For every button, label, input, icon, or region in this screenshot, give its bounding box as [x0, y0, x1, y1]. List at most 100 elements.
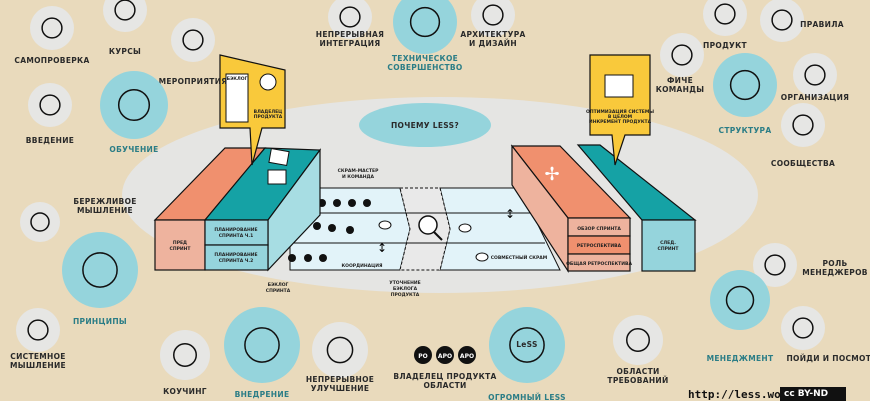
feature-teams-icon [660, 33, 704, 77]
sprint-review-label: ОБЗОР СПРИНТА [577, 226, 621, 232]
lean-thinking-illustration-icon [30, 212, 50, 232]
planning-1-label: ПЛАНИРОВАНИЕ [214, 227, 257, 233]
intro-illustration-icon [39, 94, 61, 116]
topic-events[interactable]: МЕРОПРИЯТИЯ [159, 18, 228, 86]
self-check-label: САМОПРОВЕРКА [14, 56, 89, 65]
courses-label: КУРСЫ [109, 47, 141, 56]
product-label: ПРОДУКТ [703, 41, 748, 50]
management-icon [710, 270, 770, 330]
topic-product[interactable]: ПРОДУКТ [703, 0, 748, 50]
topic-rules[interactable]: ПРАВИЛА [760, 0, 844, 42]
po-callout-label: ВЛАДЕЛЕЦ [254, 109, 283, 115]
gift-icon [604, 74, 634, 98]
product-illustration-icon [714, 3, 736, 25]
huge-less-illustration-icon [509, 327, 545, 363]
planning-2-label: ПЛАНИРОВАНИЕ [214, 252, 257, 258]
sprint-planning-block[interactable]: ПЛАНИРОВАНИЕ СПРИНТА Ч.1 ПЛАНИРОВАНИЕ СП… [203, 147, 322, 272]
next-sprint-block[interactable]: СЛЕД. СПРИНТ [576, 144, 697, 272]
principles-label: ПРИНЦИПЫ [73, 317, 127, 326]
topic-learning[interactable]: ОБУЧЕНИЕ [100, 71, 168, 154]
role-badge: PO [418, 353, 428, 360]
refinement-label-2: БЭКЛОГА [393, 286, 418, 292]
learning-illustration-icon [117, 88, 151, 122]
backlog-callout-label: БЭКЛОГ [227, 76, 248, 82]
structure-illustration-icon [729, 69, 761, 101]
self-check-icon [30, 6, 74, 50]
person-po-icon [414, 346, 432, 364]
topic-go-see[interactable]: ПОЙДИ И ПОСМОТРИ [781, 306, 870, 363]
feature-teams-illustration-icon [671, 44, 693, 66]
rules-icon [760, 0, 804, 42]
next-sprint-label-2: СПРИНТ [658, 246, 680, 252]
topic-intro[interactable]: ВВЕДЕНИЕ [26, 83, 74, 145]
management-illustration-icon [725, 285, 755, 315]
managers-role-icon [753, 243, 797, 287]
sprint-backlog-label-2: СПРИНТА [266, 288, 291, 294]
note-icon [267, 169, 287, 185]
continuous-improvement-illustration-icon [326, 336, 354, 364]
topic-self-check[interactable]: САМОПРОВЕРКА [14, 6, 89, 65]
systems-thinking-label: МЫШЛЕНИЕ [10, 361, 66, 370]
product-callout-label-3: ИНКРЕМЕНТ ПРОДУКТА [589, 119, 652, 125]
systems-thinking-label: СИСТЕМНОЕ [10, 352, 65, 361]
feature-teams-label: ФИЧЕ [667, 76, 693, 85]
product-callout-label-2: В ЦЕЛОМ [608, 114, 633, 120]
technical-excellence-label: ТЕХНИЧЕСКОЕ [392, 54, 458, 63]
person-apo-icon [436, 346, 454, 364]
learning-icon [100, 71, 168, 139]
topic-courses[interactable]: КУРСЫ [103, 0, 147, 56]
coordination-label: КООРДИНАЦИЯ [341, 263, 383, 269]
go-see-label: ПОЙДИ И ПОСМОТРИ [786, 354, 870, 363]
systems-thinking-icon [16, 308, 60, 352]
requirement-areas-label: ТРЕБОВАНИЙ [607, 376, 668, 385]
topic-management[interactable]: МЕНЕДЖМЕНТ [707, 270, 774, 363]
architecture-design-label: И ДИЗАЙН [469, 39, 517, 48]
topic-coaching[interactable]: КОУЧИНГ [160, 330, 210, 396]
topic-structure[interactable]: СТРУКТУРА [713, 53, 777, 135]
courses-illustration-icon [114, 0, 136, 21]
requirement-areas-icon [613, 315, 663, 365]
managers-role-label: МЕНЕДЖЕРОВ [802, 268, 868, 277]
go-see-illustration-icon [792, 317, 814, 339]
topic-principles[interactable]: ПРИНЦИПЫ [62, 232, 138, 326]
go-see-icon [781, 306, 825, 350]
product-icon [703, 0, 747, 36]
overall-retro-label: ОБЩАЯ РЕТРОСПЕКТИВА [566, 261, 632, 267]
topic-adoption[interactable]: ВНЕДРЕНИЕ [224, 307, 300, 399]
sprint-backlog-label: БЭКЛОГ [268, 282, 289, 288]
intro-label: ВВЕДЕНИЕ [26, 136, 74, 145]
scrum-master-label-2: И КОМАНДА [342, 174, 375, 180]
up-down-arrow-icon: ↕ [377, 241, 387, 255]
planning-2-label-2: СПРИНТА Ч.2 [219, 258, 254, 264]
coaching-icon [160, 330, 210, 380]
principles-icon [62, 232, 138, 308]
lean-thinking-label: БЕРЕЖЛИВОЕ [73, 197, 136, 206]
topic-organization[interactable]: ОРГАНИЗАЦИЯ [781, 53, 849, 102]
pre-sprint-block[interactable]: ПРЕД СПРИНТ [153, 147, 267, 271]
pre-sprint-label: ПРЕД [173, 240, 187, 246]
adoption-label: ВНЕДРЕНИЕ [235, 390, 290, 399]
why-less-button[interactable] [359, 103, 491, 147]
sprint-review-block[interactable]: ОБЗОР СПРИНТА РЕТРОСПЕКТИВА ОБЩАЯ РЕТРОС… [510, 144, 632, 274]
principles-illustration-icon [82, 252, 118, 288]
less-works-link[interactable]: http://less.works [688, 388, 801, 401]
technical-excellence-illustration-icon [409, 6, 441, 38]
coaching-label: КОУЧИНГ [163, 387, 207, 396]
topic-communities[interactable]: СООБЩЕСТВА [771, 103, 835, 168]
events-label: МЕРОПРИЯТИЯ [159, 77, 228, 86]
requirement-areas-label: ОБЛАСТИ [616, 367, 659, 376]
organization-icon [793, 53, 837, 97]
continuous-integration-label: НЕПРЕРЫВНАЯ [316, 30, 384, 39]
role-badge: APO [460, 353, 474, 360]
